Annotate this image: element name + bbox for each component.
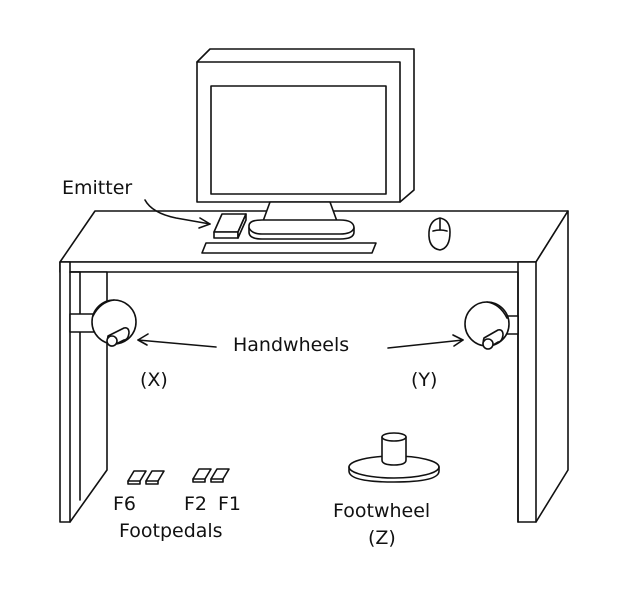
- monitor-base: [248, 219, 355, 240]
- monitor: [196, 48, 415, 240]
- footpedal-f6-a: [127, 470, 147, 482]
- emitter-label: Emitter: [62, 177, 132, 199]
- desk-front-edge: [59, 261, 537, 273]
- footwheel: [348, 432, 440, 483]
- emitter-arrow: [144, 199, 211, 225]
- footpedals: [127, 468, 230, 485]
- keyboard: [201, 242, 377, 254]
- desk-left-leg: [59, 261, 108, 523]
- handwheel-y-label: (Y): [411, 369, 437, 391]
- footpedal-f6-label: F6: [113, 493, 136, 515]
- footpedal-f2: [192, 468, 212, 480]
- handwheel-y: [464, 301, 519, 350]
- emitter-device: [213, 213, 247, 239]
- footpedal-f1-label: F1: [218, 493, 241, 515]
- footwheel-z-label: (Z): [368, 527, 396, 549]
- footpedal-f2-label: F2: [184, 493, 207, 515]
- arrows: [137, 199, 464, 349]
- handwheel-x: [69, 299, 137, 347]
- handwheels-label: Handwheels: [233, 334, 349, 356]
- desk-left-leg-inner: [69, 271, 81, 501]
- handwheel-x-arrow: [137, 339, 217, 348]
- footpedal-f6-b: [145, 470, 165, 482]
- monitor-bezel: [196, 61, 401, 203]
- footpedal-f1: [210, 468, 230, 480]
- mouse: [428, 217, 451, 251]
- handwheel-y-arrow: [387, 339, 464, 349]
- handwheel-x-label: (X): [140, 369, 168, 391]
- footwheel-label: Footwheel: [333, 500, 430, 522]
- footpedals-label: Footpedals: [119, 520, 223, 542]
- monitor-screen: [210, 85, 387, 195]
